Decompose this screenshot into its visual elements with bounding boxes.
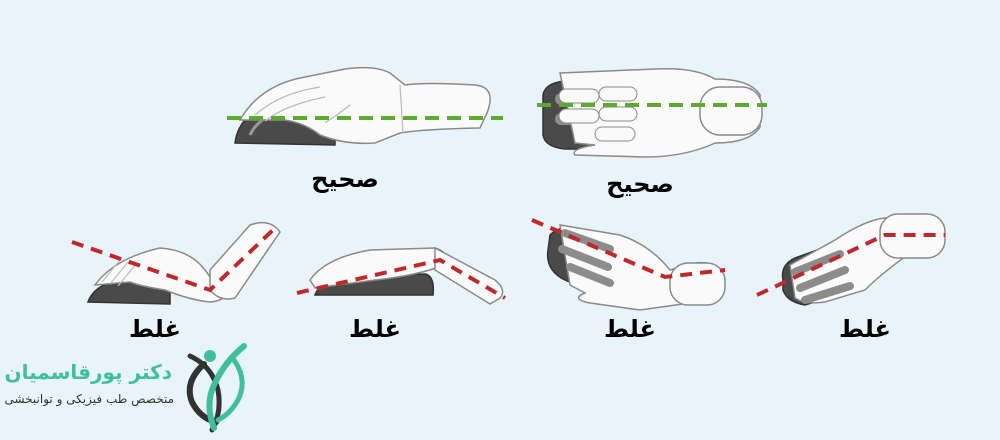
correct-label-1: صحیح <box>311 165 379 193</box>
wrong-alignment-line <box>531 218 726 280</box>
wrong-alignment-line <box>756 233 945 297</box>
hand-bent-up-illustration <box>71 221 281 305</box>
wrong-wrist-flexion-panel <box>295 240 515 310</box>
correct-label-2: صحیح <box>606 170 674 198</box>
wrong-radial-deviation-panel <box>755 210 955 310</box>
hand-bent-down-illustration <box>296 246 507 305</box>
wrong-label-2: غلط <box>349 315 401 343</box>
hand-on-mouse-side-illustration <box>227 66 503 146</box>
clinic-logo: دکتر پورقاسمیان متخصص طب فیزیکی و توانبخ… <box>0 340 260 440</box>
logo-doctor-name: دکتر پورقاسمیان <box>4 360 172 384</box>
wrong-label-1: غلط <box>129 315 181 343</box>
wrong-alignment-line <box>71 226 277 293</box>
wrong-alignment-line <box>296 257 507 300</box>
wrong-label-3: غلط <box>604 315 656 343</box>
correct-side-view-panel <box>225 65 505 155</box>
wrong-label-4: غلط <box>839 315 891 343</box>
hand-deviated-right-illustration <box>531 218 726 311</box>
person-figure-logo-icon <box>186 343 247 433</box>
hand-deviated-left-illustration <box>756 213 946 306</box>
wrong-wrist-extension-panel <box>70 220 290 310</box>
wrong-ulnar-deviation-panel <box>530 215 730 315</box>
logo-specialty: متخصص طب فیزیکی و توانبخشی <box>4 392 174 406</box>
hand-on-mouse-top-illustration <box>537 67 767 158</box>
correct-top-view-panel <box>535 65 775 160</box>
